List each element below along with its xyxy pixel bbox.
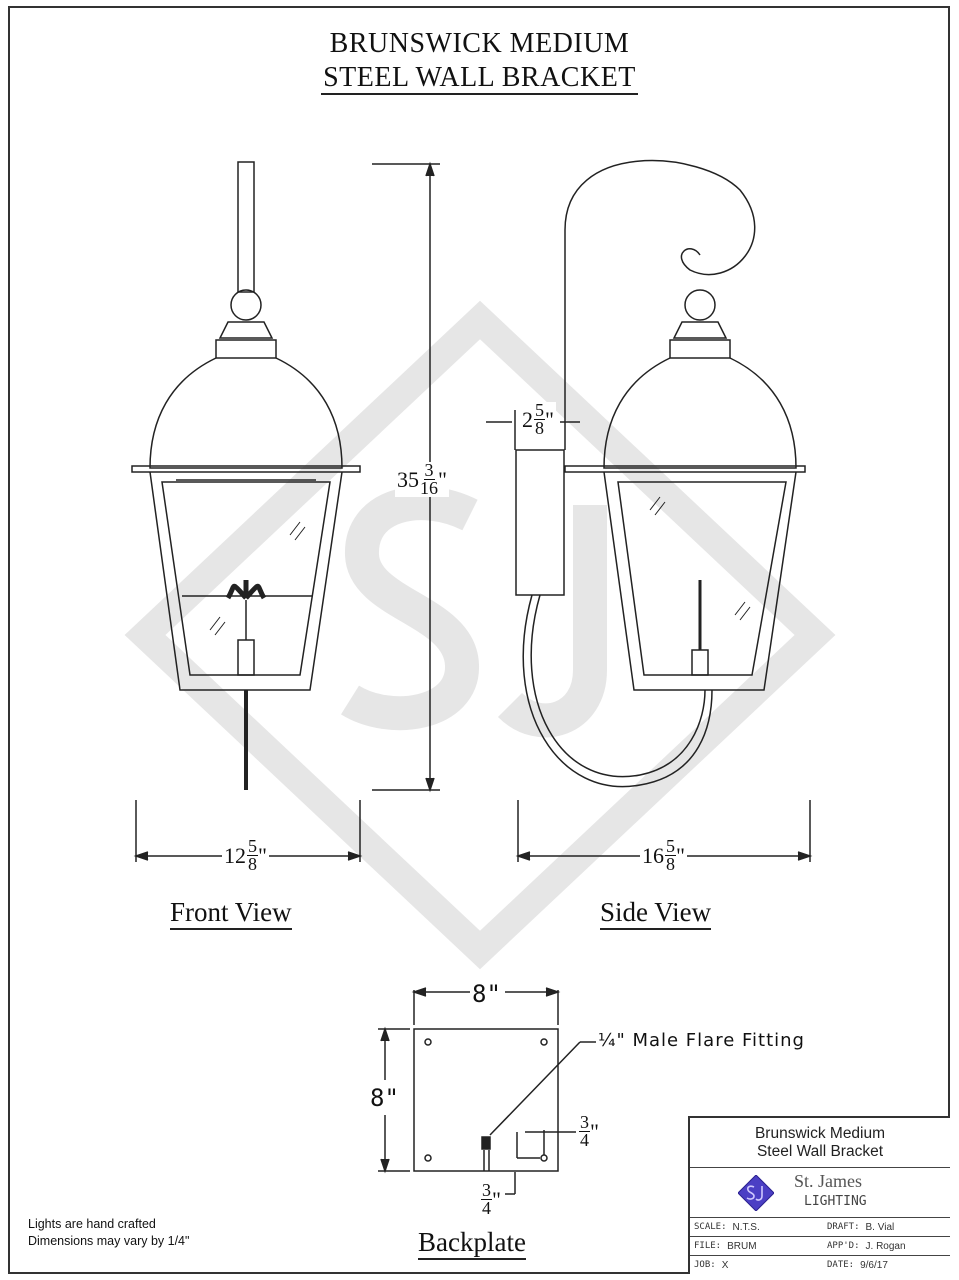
dim-den: 4	[580, 1130, 589, 1150]
dim-den: 16	[420, 478, 438, 498]
company-sub: LIGHTING	[804, 1194, 867, 1209]
backplate-width-dimension: 8"	[470, 980, 503, 1008]
scale-label: SCALE:	[694, 1221, 727, 1232]
watermark	[124, 300, 836, 970]
file-value: BRUM	[727, 1240, 757, 1252]
dim-unit: "	[545, 406, 554, 432]
backplate-drawing	[378, 987, 596, 1195]
dim-unit: "	[590, 1118, 599, 1144]
job-value: X	[721, 1260, 729, 1271]
dim-whole: 2	[522, 406, 533, 432]
drawing-border	[8, 6, 950, 1274]
approved-label: APP'D:	[827, 1240, 860, 1251]
dim-num: 5	[534, 400, 545, 420]
dim-unit: "	[676, 842, 685, 868]
backplate-label: Backplate	[418, 1226, 526, 1260]
draft-value: B. Vial	[865, 1221, 895, 1233]
job-label: JOB:	[694, 1260, 716, 1270]
dim-num: 5	[665, 836, 676, 856]
date-label: DATE:	[827, 1260, 855, 1270]
file-label: FILE:	[694, 1240, 722, 1251]
dim-den: 8	[666, 854, 675, 874]
dim-unit: "	[492, 1186, 501, 1212]
backplate-height-dimension: 8"	[368, 1084, 401, 1112]
product-line1: Brunswick Medium	[754, 1125, 886, 1142]
watermark-s-shape	[341, 486, 479, 731]
note-line: Dimensions may vary by 1/4"	[28, 1234, 190, 1248]
arm-offset-dimension-line	[486, 410, 580, 450]
dim-den: 8	[535, 418, 544, 438]
notes: Lights are hand crafted Dimensions may v…	[28, 1216, 189, 1250]
dim-num: 3	[481, 1180, 492, 1200]
dim-num: 5	[247, 836, 258, 856]
side-view-label: Side View	[600, 896, 712, 930]
dim-den: 4	[482, 1198, 491, 1218]
drawing-title-line2: STEEL WALL BRACKET	[0, 62, 959, 95]
front-view-label: Front View	[170, 896, 292, 930]
title-block-row: FILE: BRUM APP'D: J. Rogan	[690, 1237, 950, 1256]
dim-num: 3	[579, 1112, 590, 1132]
watermark-j-shape	[497, 505, 607, 738]
st-james-logo-icon	[738, 1175, 774, 1211]
dim-den: 8	[248, 854, 257, 874]
title-block-company: St. James LIGHTING	[690, 1168, 950, 1218]
fitting-callout: ¼" Male Flare Fitting	[598, 1030, 805, 1051]
draft-label: DRAFT:	[827, 1221, 860, 1232]
drawing-title-line1: BRUNSWICK MEDIUM	[329, 28, 630, 59]
title-block-row: JOB: X DATE: 9/6/17	[690, 1256, 950, 1275]
front-view-lantern	[131, 161, 361, 790]
title-block-row: SCALE: N.T.S. DRAFT: B. Vial	[690, 1218, 950, 1237]
side-view-lantern	[515, 159, 806, 788]
company-name: St. James	[794, 1171, 863, 1191]
scale-value: N.T.S.	[732, 1221, 760, 1233]
date-value: 9/6/17	[860, 1260, 888, 1271]
title-block-product: Brunswick Medium Steel Wall Bracket	[690, 1118, 950, 1168]
note-line: Lights are hand crafted	[28, 1217, 156, 1231]
dim-whole: 16	[642, 842, 664, 868]
title-block: Brunswick Medium Steel Wall Bracket St. …	[688, 1116, 950, 1274]
drawing-title-line2-text: STEEL WALL BRACKET	[321, 62, 638, 95]
dim-unit: "	[438, 466, 447, 492]
dim-whole: 12	[224, 842, 246, 868]
product-line2: Steel Wall Bracket	[756, 1143, 884, 1160]
approved-value: J. Rogan	[865, 1240, 906, 1252]
dim-unit: "	[258, 842, 267, 868]
dim-num: 3	[423, 460, 435, 480]
dim-whole: 35	[397, 466, 419, 492]
